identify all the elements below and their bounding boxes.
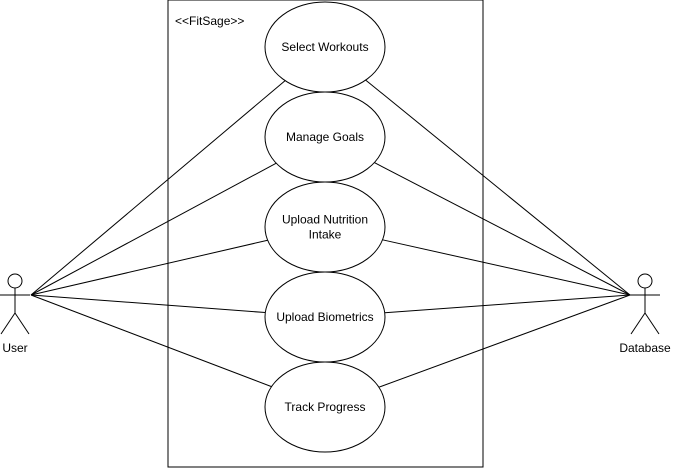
actor-database-head	[637, 273, 653, 289]
association-user-select-workouts	[30, 80, 286, 296]
use-case-label: Upload Biometrics	[276, 310, 373, 324]
actor-database-label: Database	[619, 341, 671, 355]
use-case-label: Manage Goals	[286, 130, 364, 144]
association-user-manage-goals	[30, 162, 277, 296]
association-user-upload-nutrition-intake	[30, 239, 268, 296]
use-case-track-progress[interactable]: Track Progress	[264, 361, 386, 453]
actor-database-right-leg	[644, 312, 660, 335]
actor-database[interactable]: Database	[619, 273, 671, 355]
association-user-track-progress	[30, 294, 272, 388]
associations	[30, 79, 631, 388]
actor-database-left-leg	[630, 312, 646, 335]
use-case-label: Intake	[309, 228, 342, 242]
actor-user-right-leg	[14, 312, 30, 335]
use-case-label: Select Workouts	[281, 40, 368, 54]
system-stereotype: <<FitSage>>	[175, 14, 244, 28]
association-database-track-progress	[378, 294, 631, 388]
use-case-select-workouts[interactable]: Select Workouts	[264, 1, 386, 93]
actor-user[interactable]: User	[0, 273, 30, 355]
association-database-select-workouts	[365, 79, 631, 296]
actor-user-left-leg	[0, 312, 16, 335]
association-database-upload-biometrics	[384, 294, 631, 314]
actor-user-label: User	[2, 341, 27, 355]
use-case-manage-goals[interactable]: Manage Goals	[264, 91, 386, 183]
actor-user-head	[7, 273, 23, 289]
use-case-label: Track Progress	[285, 400, 366, 414]
association-database-upload-nutrition-intake	[382, 239, 631, 296]
association-user-upload-biometrics	[30, 294, 266, 314]
use-case-upload-biometrics[interactable]: Upload Biometrics	[264, 271, 386, 363]
use-case-label: Upload Nutrition	[282, 213, 368, 227]
use-case-ellipse	[264, 361, 386, 453]
association-database-manage-goals	[374, 162, 631, 296]
